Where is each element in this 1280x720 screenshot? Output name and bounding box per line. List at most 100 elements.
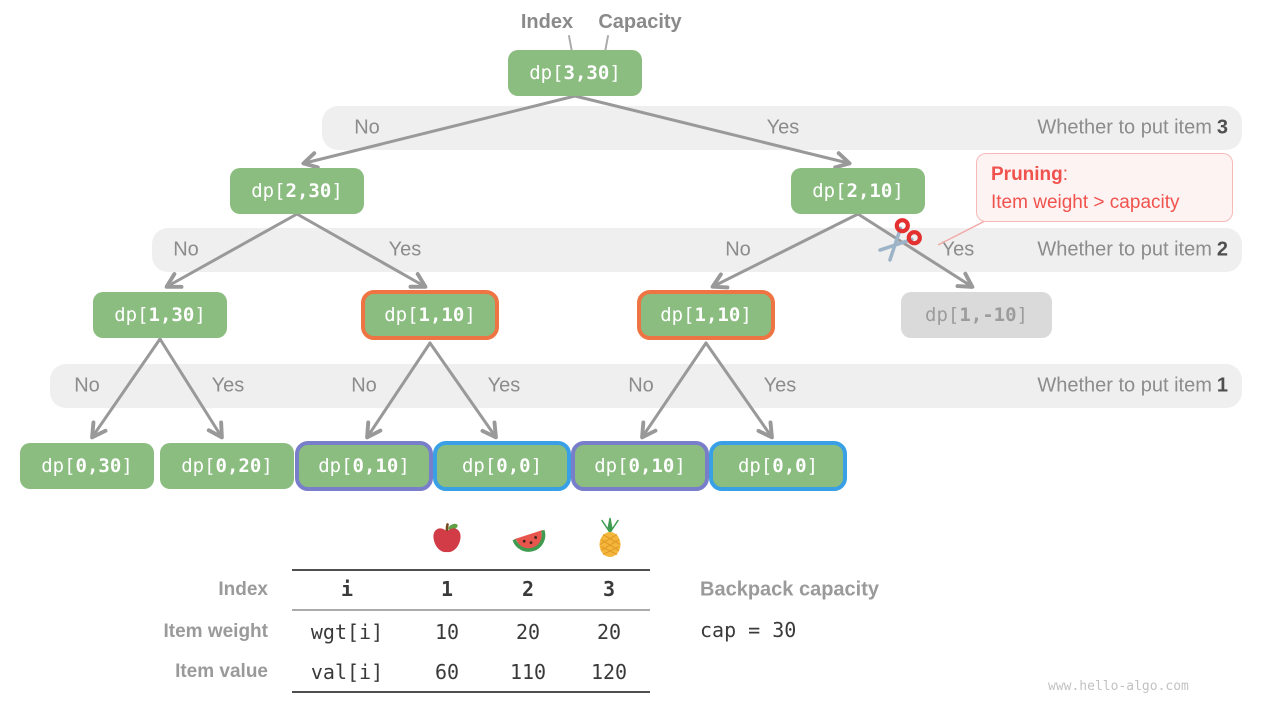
index-pointer-label: Index bbox=[520, 11, 574, 33]
branch-label-no: No bbox=[628, 374, 654, 397]
branch-label-yes: Yes bbox=[766, 116, 800, 139]
branch-label-yes: Yes bbox=[388, 238, 422, 261]
tree-node-dp-1-10-highlighted: dp[1,10] bbox=[637, 290, 775, 340]
band-caption-number: 1 bbox=[1216, 374, 1228, 397]
tree-node-dp-2-30: dp[2,30] bbox=[230, 168, 364, 214]
node-text: ] bbox=[609, 62, 621, 84]
backpack-capacity-label: Backpack capacity bbox=[700, 578, 880, 601]
node-text: ] bbox=[530, 455, 543, 477]
pruning-description: Item weight > capacity bbox=[991, 192, 1180, 213]
node-text: ] bbox=[464, 304, 476, 326]
node-args: 0,30 bbox=[75, 455, 122, 477]
table-bottom-rule bbox=[292, 691, 650, 693]
branch-label-yes: Yes bbox=[211, 374, 245, 397]
band-caption-number: 2 bbox=[1216, 238, 1228, 261]
node-text: dp[ bbox=[594, 455, 629, 477]
decision-band-item-1: No Yes No Yes No Yes Whether to put item… bbox=[50, 364, 1242, 408]
table-cell: 20 bbox=[596, 620, 622, 644]
table-top-rule bbox=[292, 569, 650, 571]
band-caption-text: Whether to put item bbox=[1037, 116, 1212, 139]
node-text: dp[ bbox=[660, 304, 695, 326]
table-cell: 120 bbox=[590, 660, 628, 684]
pruning-title: Pruning bbox=[991, 164, 1063, 185]
table-cell-wgt: wgt[i] bbox=[310, 620, 384, 644]
pineapple-icon bbox=[593, 517, 627, 564]
node-text: dp[ bbox=[41, 455, 76, 477]
pruning-note: Pruning: Item weight > capacity bbox=[976, 153, 1233, 222]
node-text: dp[ bbox=[384, 304, 419, 326]
node-text: dp[ bbox=[114, 304, 149, 326]
node-text: dp[ bbox=[318, 455, 353, 477]
node-text: dp[ bbox=[812, 180, 847, 202]
branch-label-no: No bbox=[351, 374, 377, 397]
node-text: ] bbox=[398, 455, 410, 477]
node-text: dp[ bbox=[181, 455, 216, 477]
node-args: 1,30 bbox=[148, 304, 195, 326]
backpack-capacity-value: cap = 30 bbox=[700, 618, 797, 642]
node-text: dp[ bbox=[925, 304, 960, 326]
node-text: ] bbox=[194, 304, 206, 326]
node-args: 2,30 bbox=[285, 180, 332, 202]
table-row-label-value: Item value bbox=[175, 661, 268, 682]
node-args: 1,10 bbox=[418, 304, 465, 326]
node-args: 0,10 bbox=[628, 455, 675, 477]
branch-label-yes: Yes bbox=[487, 374, 521, 397]
tree-node-dp-1-10-highlighted: dp[1,10] bbox=[361, 290, 499, 340]
table-row-label-index: Index bbox=[218, 579, 268, 600]
node-text: dp[ bbox=[737, 455, 773, 477]
node-text: dp[ bbox=[251, 180, 286, 202]
branch-label-no: No bbox=[354, 116, 380, 139]
watermelon-icon bbox=[509, 521, 549, 562]
node-text: dp[ bbox=[461, 455, 497, 477]
table-header-cell: 2 bbox=[521, 577, 535, 601]
branch-label-no: No bbox=[725, 238, 751, 261]
table-cell: 60 bbox=[434, 660, 460, 684]
band-caption-number: 3 bbox=[1216, 116, 1228, 139]
node-text: ] bbox=[892, 180, 904, 202]
pruning-colon: : bbox=[1062, 164, 1069, 185]
node-text: ] bbox=[121, 455, 133, 477]
tree-node-dp-0-0-blue: dp[0,0] bbox=[433, 441, 571, 491]
table-cell-val: val[i] bbox=[310, 660, 384, 684]
node-text: dp[ bbox=[529, 62, 564, 84]
capacity-pointer-label: Capacity bbox=[598, 11, 682, 33]
node-args: 0,20 bbox=[215, 455, 262, 477]
table-cell: 110 bbox=[509, 660, 547, 684]
table-mid-rule bbox=[292, 609, 650, 611]
node-args: 1,-10 bbox=[959, 304, 1017, 326]
node-text: ] bbox=[1016, 304, 1028, 326]
node-text: ] bbox=[740, 304, 752, 326]
branch-label-yes: Yes bbox=[763, 374, 797, 397]
tree-node-dp-0-10-purple: dp[0,10] bbox=[295, 441, 433, 491]
node-text: ] bbox=[261, 455, 273, 477]
tree-node-dp-0-10-purple: dp[0,10] bbox=[571, 441, 709, 491]
node-text: ] bbox=[806, 455, 819, 477]
tree-node-dp-3-30: dp[3,30] bbox=[508, 50, 642, 96]
node-text: ] bbox=[331, 180, 343, 202]
tree-node-dp-0-20: dp[0,20] bbox=[160, 443, 294, 489]
apple-icon bbox=[429, 519, 465, 562]
watermark: www.hello-algo.com bbox=[1048, 679, 1189, 694]
node-args: 0,0 bbox=[772, 455, 807, 477]
tree-node-dp-1-30: dp[1,30] bbox=[93, 292, 227, 338]
band-caption-text: Whether to put item bbox=[1037, 238, 1212, 261]
table-cell: 10 bbox=[434, 620, 460, 644]
node-args: 0,0 bbox=[496, 455, 531, 477]
table-cell: 20 bbox=[515, 620, 541, 644]
node-text: ] bbox=[674, 455, 686, 477]
branch-label-yes: Yes bbox=[941, 238, 975, 261]
node-args: 0,10 bbox=[352, 455, 399, 477]
pruning-title-line: Pruning: bbox=[991, 161, 1232, 189]
table-row-label-weight: Item weight bbox=[163, 621, 268, 642]
tree-node-dp-2-10: dp[2,10] bbox=[791, 168, 925, 214]
table-header-cell: i bbox=[340, 577, 354, 601]
branch-label-no: No bbox=[74, 374, 100, 397]
branch-label-no: No bbox=[173, 238, 199, 261]
tree-node-dp-0-0-blue: dp[0,0] bbox=[709, 441, 847, 491]
node-args: 1,10 bbox=[694, 304, 741, 326]
